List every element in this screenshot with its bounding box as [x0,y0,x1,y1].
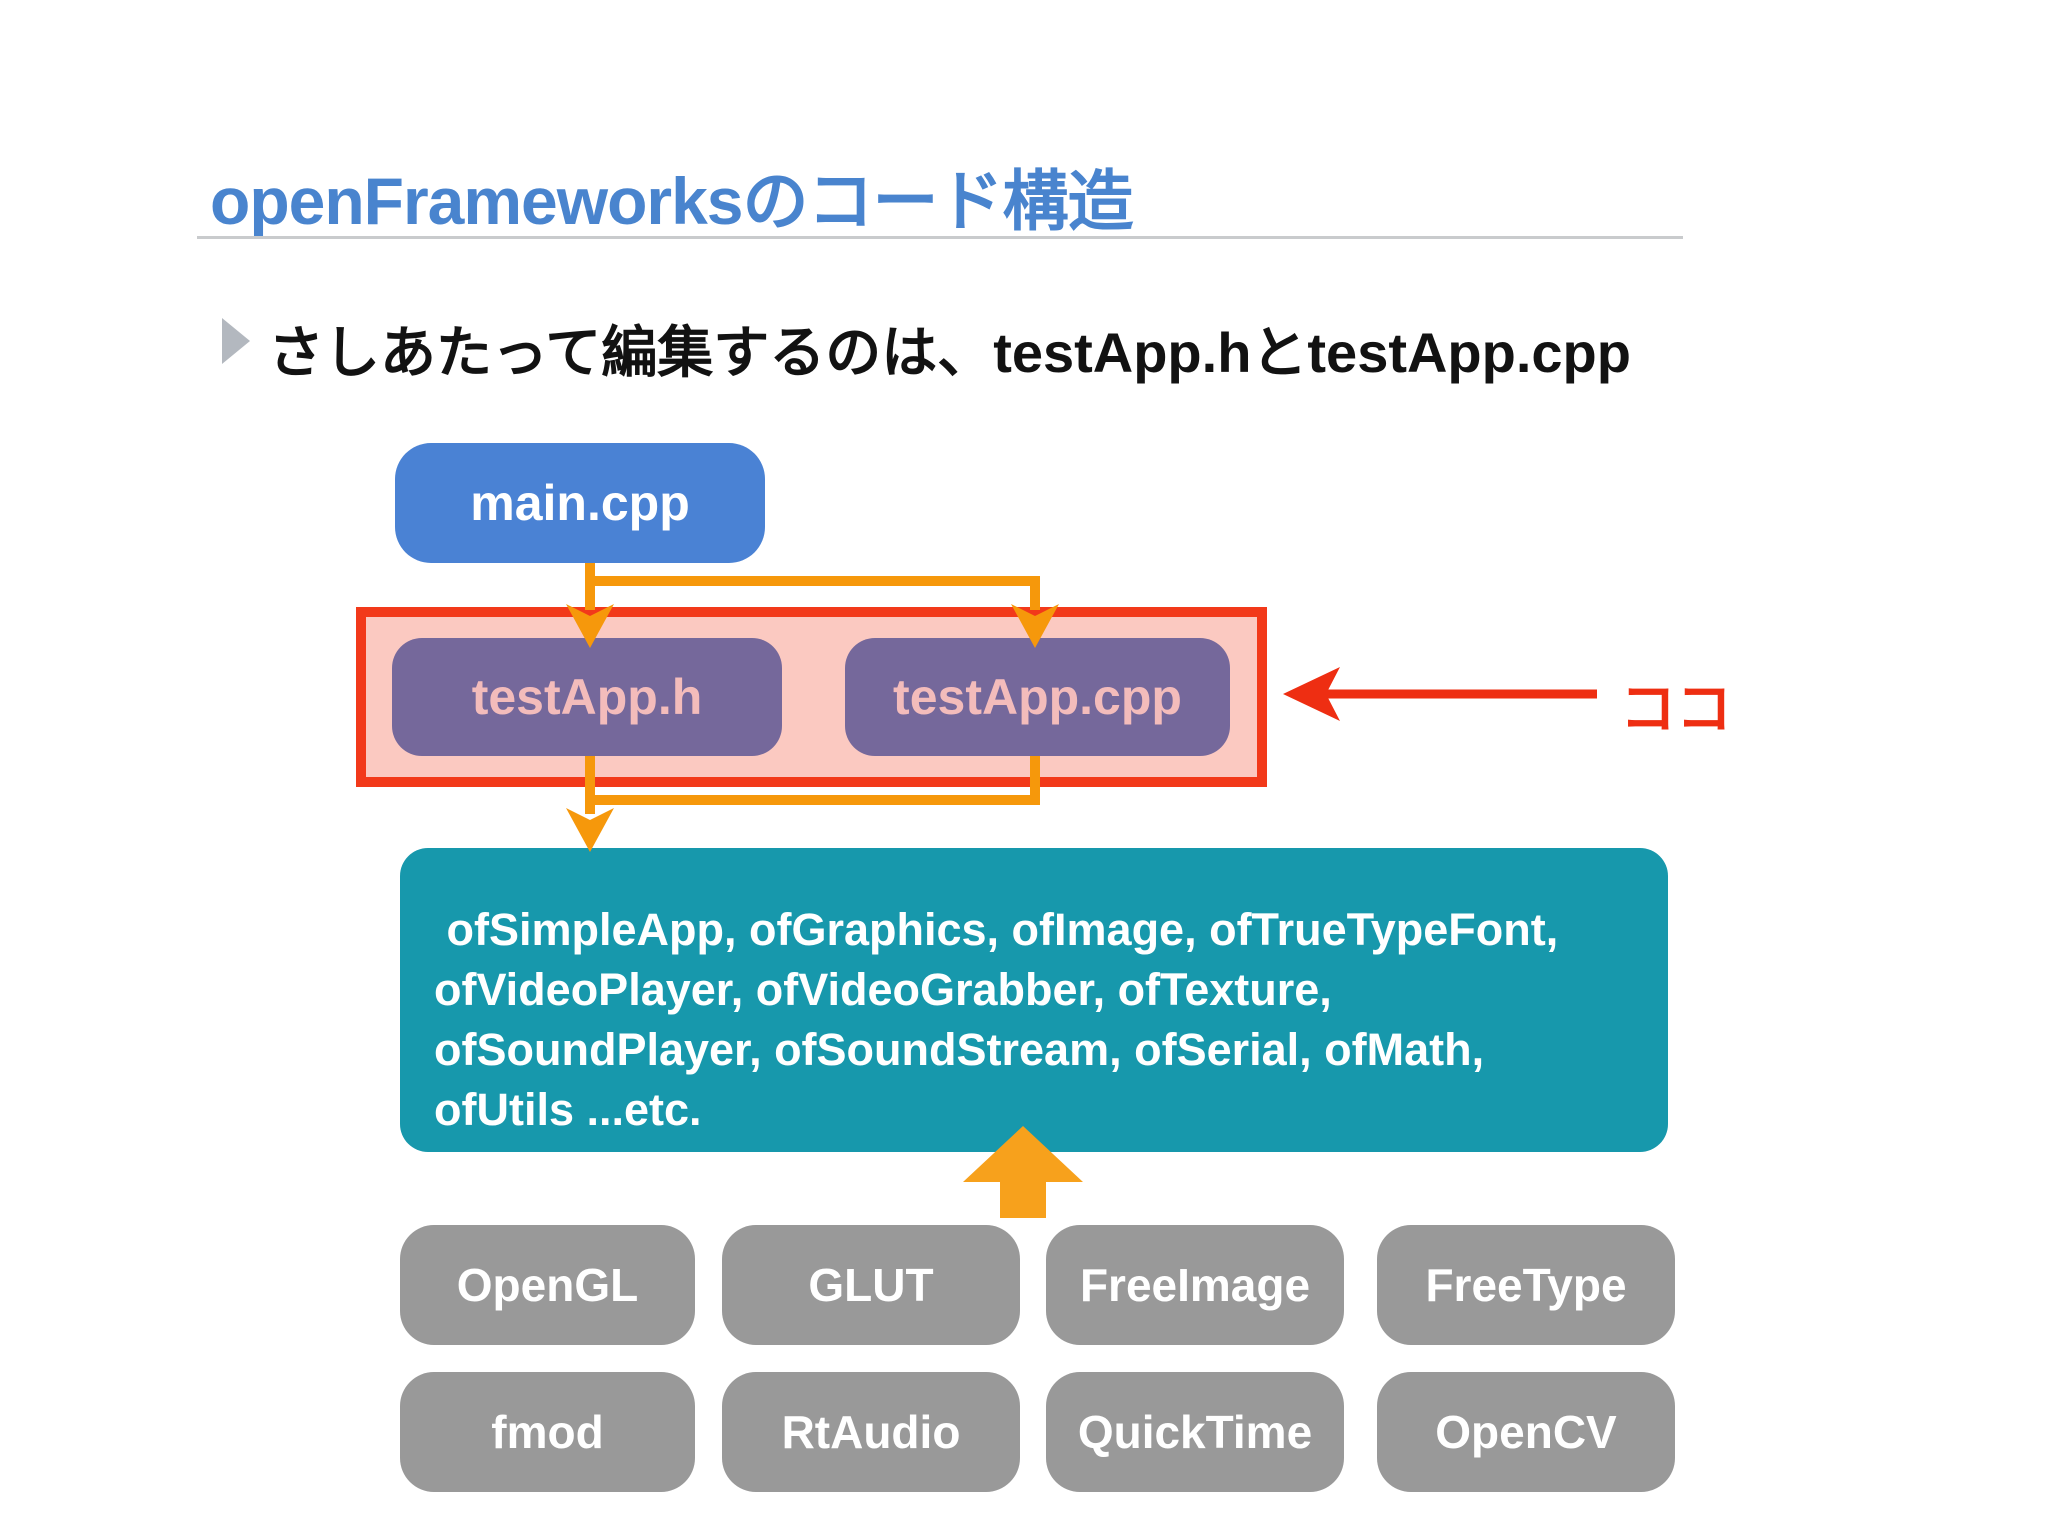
library-box-opencv: OpenCV [1377,1372,1675,1492]
of-core-line: ofUtils ...etc. [434,1084,702,1135]
title-underline [197,236,1683,239]
library-box-rtaudio: RtAudio [722,1372,1020,1492]
bullet-triangle-icon [222,318,250,364]
library-box-freeimage: FreeImage [1046,1225,1344,1345]
testapp-h-box: testApp.h [392,638,782,756]
page-title: openFrameworksのコード構造 [210,164,1133,238]
bullet-text: さしあたって編集するのは、testApp.hとtestApp.cpp [268,321,1631,384]
testapp-cpp-box: testApp.cpp [845,638,1230,756]
arrow-main-to-testapp-cpp [585,576,1040,610]
library-box-quicktime: QuickTime [1046,1372,1344,1492]
of-core-line: ofSimpleApp, ofGraphics, ofImage, ofTrue… [434,904,1559,955]
annotation-label: ココ [1620,677,1732,740]
library-box-glut: GLUT [722,1225,1020,1345]
of-core-box: ofSimpleApp, ofGraphics, ofImage, ofTrue… [400,848,1668,1152]
main-cpp-box: main.cpp [395,443,765,563]
library-box-freetype: FreeType [1377,1225,1675,1345]
library-box-fmod: fmod [400,1372,695,1492]
arrowhead-down-icon [566,808,614,852]
of-core-line: ofVideoPlayer, ofVideoGrabber, ofTexture… [434,964,1332,1015]
annotation-arrowhead-left-icon [1283,667,1340,721]
library-box-opengl: OpenGL [400,1225,695,1345]
of-core-line: ofSoundPlayer, ofSoundStream, ofSerial, … [434,1024,1485,1075]
